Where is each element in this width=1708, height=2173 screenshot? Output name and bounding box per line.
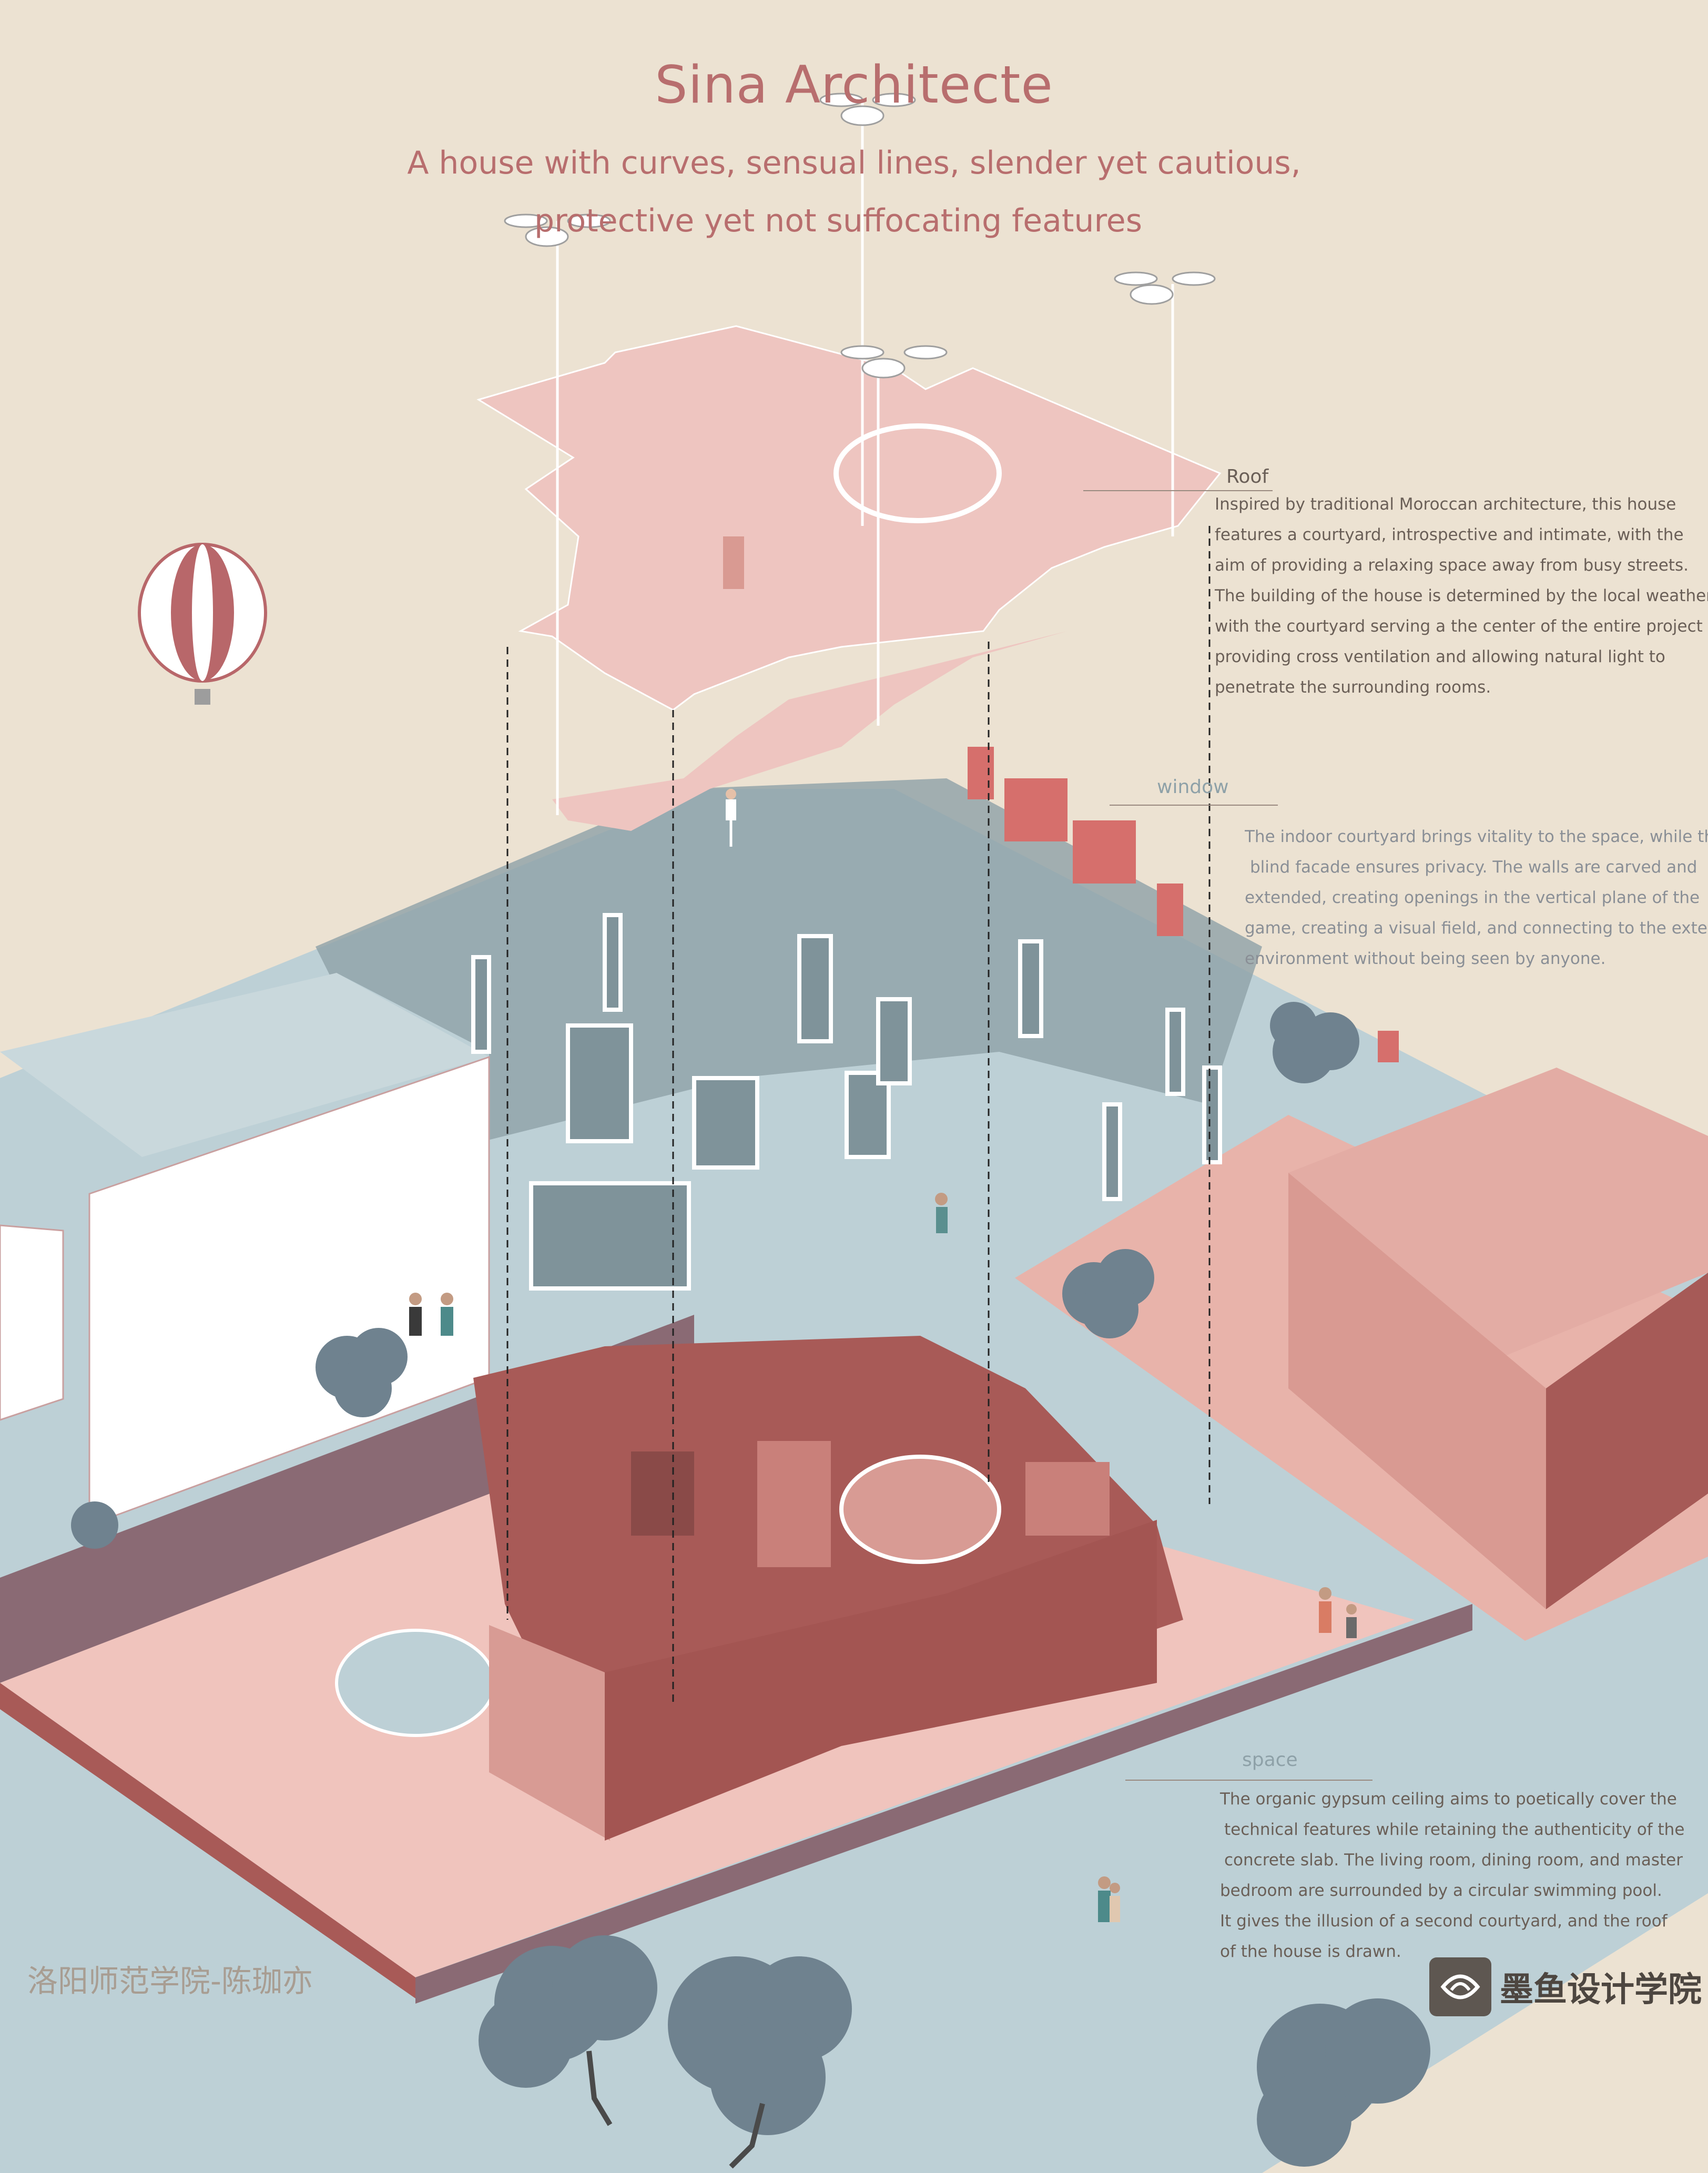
- window-frame: [845, 1071, 891, 1159]
- roof-description-line: aim of providing a relaxing space away f…: [1215, 556, 1689, 575]
- circular-pool: [335, 1629, 496, 1737]
- courtyard-ring: [839, 1455, 1001, 1564]
- roof-chimney: [723, 536, 744, 589]
- roof-description-line: The building of the house is determined …: [1215, 586, 1708, 605]
- interior-wall: [757, 1441, 831, 1567]
- window-description: The indoor courtyard brings vitality to …: [1245, 821, 1708, 974]
- site-platform-front: [0, 1683, 415, 1998]
- squid-logo-icon: [1429, 1957, 1491, 2016]
- dashed-lines: [506, 526, 1211, 1704]
- window-frame: [529, 1181, 691, 1291]
- interior-wall: [1025, 1462, 1110, 1536]
- window-frames: [471, 913, 1222, 1291]
- poster-subtitle-line: A house with curves, sensual lines, slen…: [407, 145, 1301, 181]
- right-building-front: [1288, 1173, 1546, 1609]
- window-description-line: extended, creating openings in the verti…: [1245, 888, 1700, 907]
- space-description: The organic gypsum ceiling aims to poeti…: [1220, 1784, 1708, 1967]
- hot-air-balloon-icon: [138, 543, 267, 705]
- brand-logo: 墨鱼设计学院: [1429, 1957, 1702, 2016]
- window-frame: [566, 1023, 633, 1143]
- space-label: space: [1242, 1749, 1298, 1771]
- house-walls-front: [489, 1625, 610, 1841]
- roof-slab: [476, 325, 1222, 711]
- window-frame: [1102, 1102, 1122, 1201]
- author-signature: 洛阳师范学院-陈珈亦: [27, 1963, 313, 1999]
- window-frame: [1202, 1065, 1222, 1164]
- white-building-left: [0, 1224, 64, 1421]
- window-label: window: [1157, 776, 1229, 798]
- roof-description-line: Inspired by traditional Moroccan archite…: [1215, 495, 1676, 514]
- window-description-line: blind facade ensures privacy. The walls …: [1250, 858, 1697, 877]
- window-description-line: game, creating a visual field, and conne…: [1245, 919, 1708, 938]
- person-icon: [409, 789, 1357, 1922]
- space-description-line: The organic gypsum ceiling aims to poeti…: [1220, 1790, 1677, 1809]
- roof-skylight: [833, 423, 1002, 523]
- roof-description-line: features a courtyard, introspective and …: [1215, 525, 1684, 544]
- brand-name: 墨鱼设计学院: [1500, 1971, 1702, 2009]
- space-description-line: bedroom are surrounded by a circular swi…: [1220, 1881, 1662, 1900]
- house-walls-main: [605, 1520, 1157, 1841]
- poster-subtitle-line: protective yet not suffocating features: [534, 202, 1142, 239]
- window-leader-line: [1110, 805, 1278, 806]
- window-description-line: environment without being seen by anyone…: [1245, 949, 1606, 968]
- roof-leader-line: [1083, 490, 1273, 491]
- space-description-line: of the house is drawn.: [1220, 1942, 1401, 1961]
- roof-label: Roof: [1226, 466, 1269, 488]
- window-frame: [876, 997, 912, 1085]
- right-building-side: [1546, 1273, 1708, 1609]
- street-shadow: [316, 778, 1262, 1157]
- space-description-line: concrete slab. The living room, dining r…: [1224, 1851, 1683, 1870]
- drone-icon: [504, 93, 1216, 379]
- space-description-line: technical features while retaining the a…: [1224, 1820, 1685, 1839]
- tree-trunks: [586, 2050, 765, 2169]
- window-frame: [603, 913, 623, 1012]
- space-description-line: It gives the illusion of a second courty…: [1220, 1912, 1668, 1931]
- tree-icon: [71, 1002, 1430, 2167]
- window-frame: [692, 1076, 759, 1170]
- window-frame: [1018, 939, 1043, 1038]
- roof-description-line: with the courtyard serving a the center …: [1215, 617, 1703, 636]
- white-building-top: [0, 973, 489, 1157]
- roof-description-line: providing cross ventilation and allowing…: [1215, 647, 1665, 666]
- window-description-line: The indoor courtyard brings vitality to …: [1245, 827, 1708, 846]
- poster-title: Sina Architecte: [655, 55, 1053, 115]
- roof-appendix: [552, 631, 1068, 831]
- roof-description: Inspired by traditional Moroccan archite…: [1215, 489, 1708, 703]
- window-frame: [471, 955, 491, 1054]
- window-frame: [1165, 1008, 1185, 1096]
- facade-panels: [968, 747, 1399, 1062]
- roof-description-line: penetrate the surrounding rooms.: [1215, 678, 1491, 697]
- site-wall-front: [415, 1604, 1472, 2004]
- space-leader-line: [1125, 1780, 1372, 1781]
- interior-wall: [631, 1451, 694, 1536]
- window-frame: [797, 934, 833, 1043]
